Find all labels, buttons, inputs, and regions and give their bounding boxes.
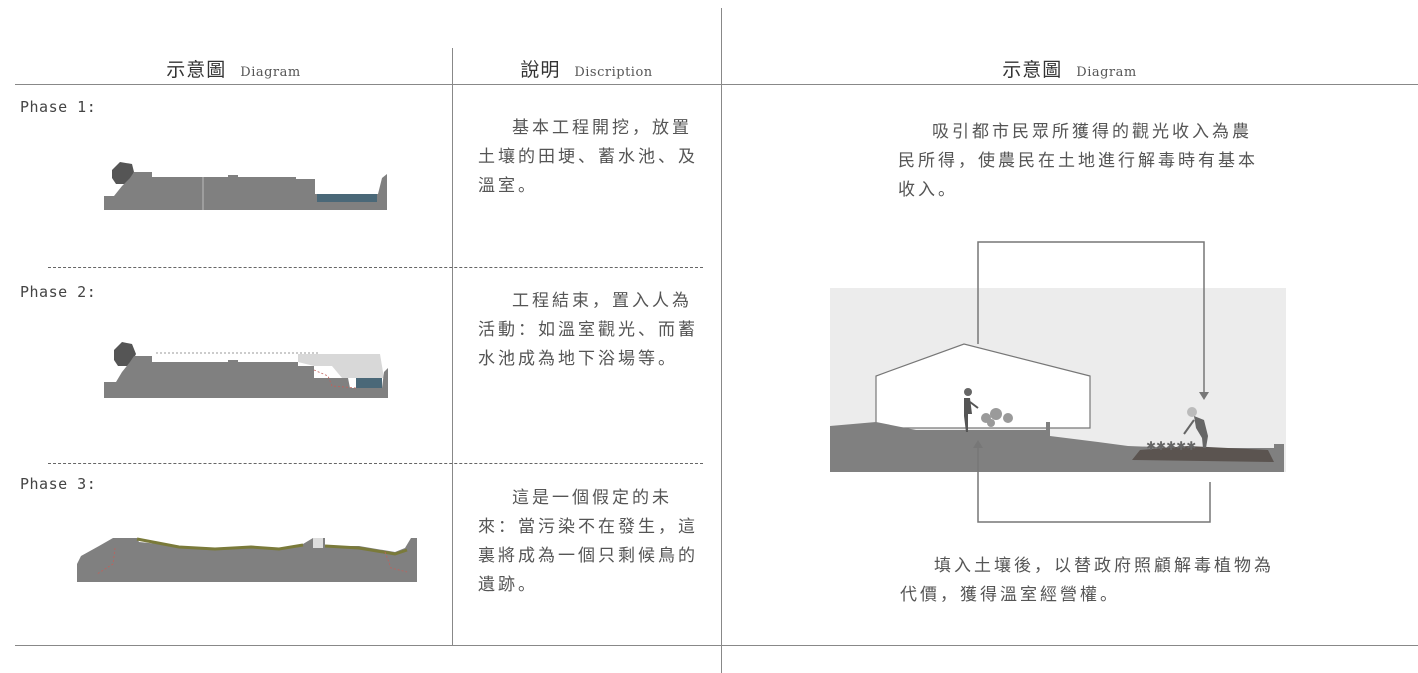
crop-rows: ✱✱✱✱✱ bbox=[1146, 439, 1196, 453]
arrow-head bbox=[1199, 392, 1209, 400]
header-zh: 示意圖 bbox=[1002, 59, 1063, 81]
header-en: Diagram bbox=[240, 65, 301, 80]
phase-1-section-diagram bbox=[104, 162, 387, 210]
income-flow-arrow bbox=[977, 241, 1205, 394]
soil-flow-arrow bbox=[977, 446, 1211, 523]
header-en: Discription bbox=[574, 65, 653, 80]
table-bottom-line-right bbox=[721, 645, 1418, 646]
vegetation-layer bbox=[136, 537, 304, 551]
header-underline-left bbox=[15, 84, 721, 85]
ground-mass bbox=[104, 356, 388, 398]
plant-cluster bbox=[981, 408, 1013, 427]
right-diagram-header: 示意圖 Diagram bbox=[721, 55, 1418, 81]
excavation-outline bbox=[384, 551, 408, 573]
header-zh: 示意圖 bbox=[166, 59, 227, 81]
farmland-soil bbox=[1132, 446, 1274, 462]
phase-3-label: Phase 3: bbox=[20, 475, 97, 493]
phase-3-section-diagram bbox=[77, 537, 417, 582]
reservoir-water bbox=[317, 194, 377, 202]
ground-mass bbox=[104, 172, 387, 210]
table-bottom-line-left bbox=[15, 645, 721, 646]
greenhouse-volume bbox=[298, 354, 384, 378]
center-divider bbox=[721, 8, 722, 673]
header-underline-right bbox=[721, 84, 1418, 85]
farmer-figure bbox=[1183, 407, 1208, 448]
ground-mass bbox=[77, 538, 417, 582]
header-zh: 說明 bbox=[520, 59, 561, 81]
greenhouse-cycle-diagram: ✱✱✱✱✱ bbox=[830, 241, 1286, 523]
vegetation-layer bbox=[324, 544, 408, 556]
greenhouse-outline bbox=[875, 343, 1091, 429]
svg-text:✱✱✱✱✱: ✱✱✱✱✱ bbox=[1146, 439, 1196, 453]
excavation-outline bbox=[313, 369, 357, 389]
phase-separator-2 bbox=[48, 463, 703, 464]
column-divider bbox=[452, 48, 453, 645]
phase-2-label: Phase 2: bbox=[20, 283, 97, 301]
income-description: 吸引都市民眾所獲得的觀光收入為農民所得，使農民在土地進行解毒時有基本收入。 bbox=[898, 122, 1258, 200]
operation-rights-description: 填入土壤後，以替政府照顧解毒植物為代價，獲得溫室經營權。 bbox=[900, 556, 1274, 605]
building-block bbox=[112, 162, 134, 184]
ruin-block bbox=[313, 538, 323, 548]
phase-1-label: Phase 1: bbox=[20, 98, 97, 116]
phase-3-description: 這是一個假定的未來：當污染不在發生，這裏將成為一個只剩候鳥的遺跡。 bbox=[478, 488, 698, 595]
visitor-figure bbox=[964, 388, 979, 432]
description-column-header: 說明 Discription bbox=[452, 55, 721, 81]
phase-2-section-diagram bbox=[104, 342, 388, 398]
diagram-column-header: 示意圖 Diagram bbox=[15, 55, 452, 81]
phase-1-description: 基本工程開挖，放置土壤的田埂、蓄水池、及溫室。 bbox=[478, 118, 698, 196]
phase-separator-1 bbox=[48, 267, 703, 268]
phase-2-description: 工程結束，置入人為活動：如溫室觀光、而蓄水池成為地下浴場等。 bbox=[478, 291, 698, 369]
arrow-head bbox=[973, 440, 983, 448]
excavation-outline bbox=[96, 547, 116, 575]
building-block bbox=[114, 342, 136, 366]
header-en: Diagram bbox=[1076, 65, 1137, 80]
reservoir-water bbox=[356, 378, 382, 388]
